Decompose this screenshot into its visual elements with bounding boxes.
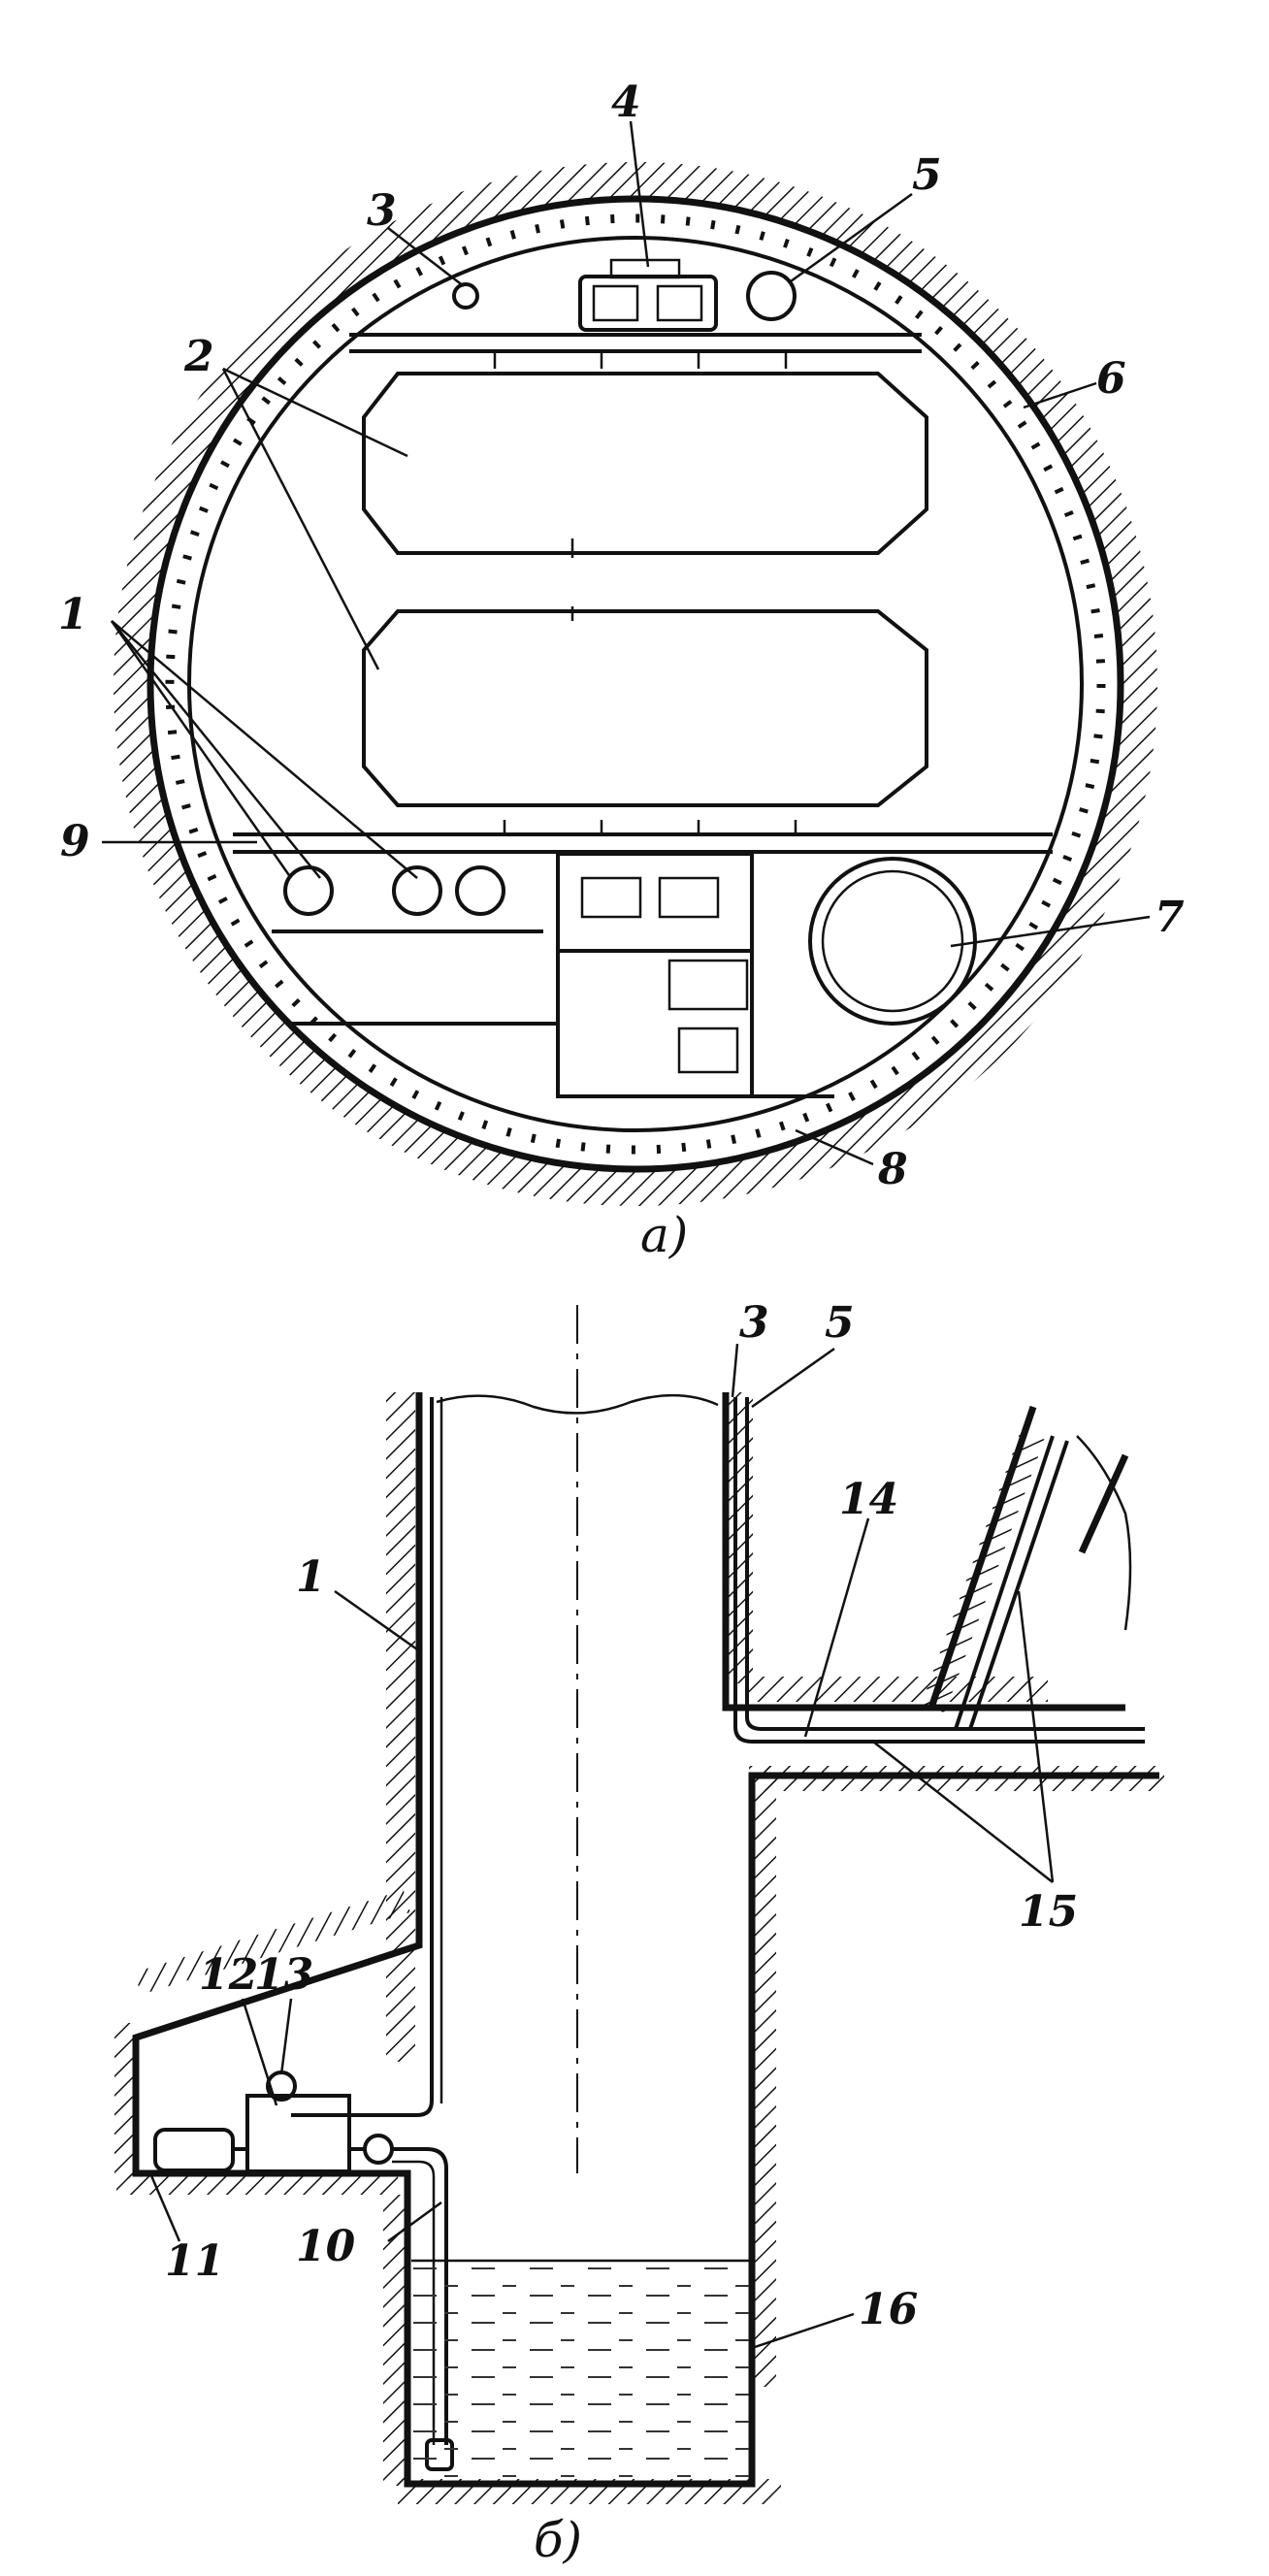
suction-pipe-10 <box>392 2147 448 2445</box>
label-a-9: 9 <box>60 817 90 866</box>
label-b-13: 13 <box>254 1950 313 2000</box>
vent-duct-lower <box>362 609 928 807</box>
pipe-5 <box>745 1397 1145 1731</box>
label-b-12: 12 <box>199 1950 258 2000</box>
label-a-4: 4 <box>611 78 641 127</box>
label-b-11: 11 <box>165 2236 224 2286</box>
pump-12 <box>245 2094 351 2173</box>
label-b-10: 10 <box>296 2222 356 2271</box>
hatch-chamber-roof <box>134 1890 410 1995</box>
upper-deck-beam <box>349 333 922 369</box>
figure-b-shaft-scheme: 1 3 5 10 11 12 13 14 15 16 б) <box>114 1298 1164 2568</box>
inclined-gallery-upper <box>1078 1453 1129 1554</box>
upper-pipe <box>746 271 797 321</box>
label-a-5: 5 <box>912 150 942 200</box>
hatch-chamber-back <box>114 2023 136 2178</box>
outer-lining <box>146 195 1124 1173</box>
hatch-gallery-roof <box>747 1677 1048 1702</box>
label-b-5: 5 <box>825 1298 855 1348</box>
pipe-1a <box>283 865 334 916</box>
upper-cable <box>452 282 479 310</box>
hatch-sump-left <box>383 2195 407 2486</box>
caption-b: б) <box>534 2512 582 2568</box>
large-pipe-inner <box>821 869 964 1013</box>
shaft-right-wall <box>722 1392 1125 1712</box>
label-a-1: 1 <box>58 590 88 639</box>
label-b-15: 15 <box>1019 1887 1078 1937</box>
label-b-16: 16 <box>859 2285 918 2334</box>
pipe-15-inclined <box>954 1435 1055 1730</box>
hatch-inclined <box>921 1430 1045 1713</box>
label-b-1: 1 <box>296 1552 326 1602</box>
lining-bolt-ring <box>165 213 1106 1155</box>
label-b-14: 14 <box>839 1475 898 1524</box>
shaft-top-break <box>436 1394 719 1415</box>
hatch-left-wall <box>386 1392 415 2062</box>
inner-lining <box>187 236 1084 1132</box>
pipe-1b <box>392 865 442 916</box>
label-a-3: 3 <box>367 186 397 236</box>
label-a-6: 6 <box>1096 354 1126 404</box>
pipe-1c <box>455 865 505 916</box>
figure-a-tunnel-section: 1 2 3 4 5 6 7 8 9 а) <box>58 78 1185 1263</box>
pipe-1 <box>291 1397 434 2117</box>
lower-transformer <box>556 852 754 1098</box>
pipe-3 <box>733 1397 1145 1744</box>
leader-lines-b <box>148 1343 1055 2350</box>
vent-duct-upper <box>362 372 928 555</box>
sump-water <box>411 2261 749 2480</box>
motor-11 <box>153 2128 235 2172</box>
upper-transformer <box>578 258 718 332</box>
gallery-break <box>1076 1435 1132 1631</box>
large-pipe <box>808 857 977 1026</box>
label-b-3: 3 <box>739 1298 769 1348</box>
shaft-left-wall <box>132 1392 1159 2488</box>
label-a-8: 8 <box>877 1145 908 1194</box>
pipe-15-inclined-2 <box>968 1440 1069 1730</box>
rock-hatch-ring <box>114 162 1157 1206</box>
pump-outlet <box>363 2134 394 2165</box>
leader-lines-a <box>102 120 1151 1166</box>
label-a-7: 7 <box>1155 893 1185 942</box>
caption-a: а) <box>640 1207 688 1263</box>
label-a-2: 2 <box>183 332 214 381</box>
lower-deck-beam <box>233 820 1053 854</box>
suction-pipe-10-inner <box>392 2160 436 2445</box>
